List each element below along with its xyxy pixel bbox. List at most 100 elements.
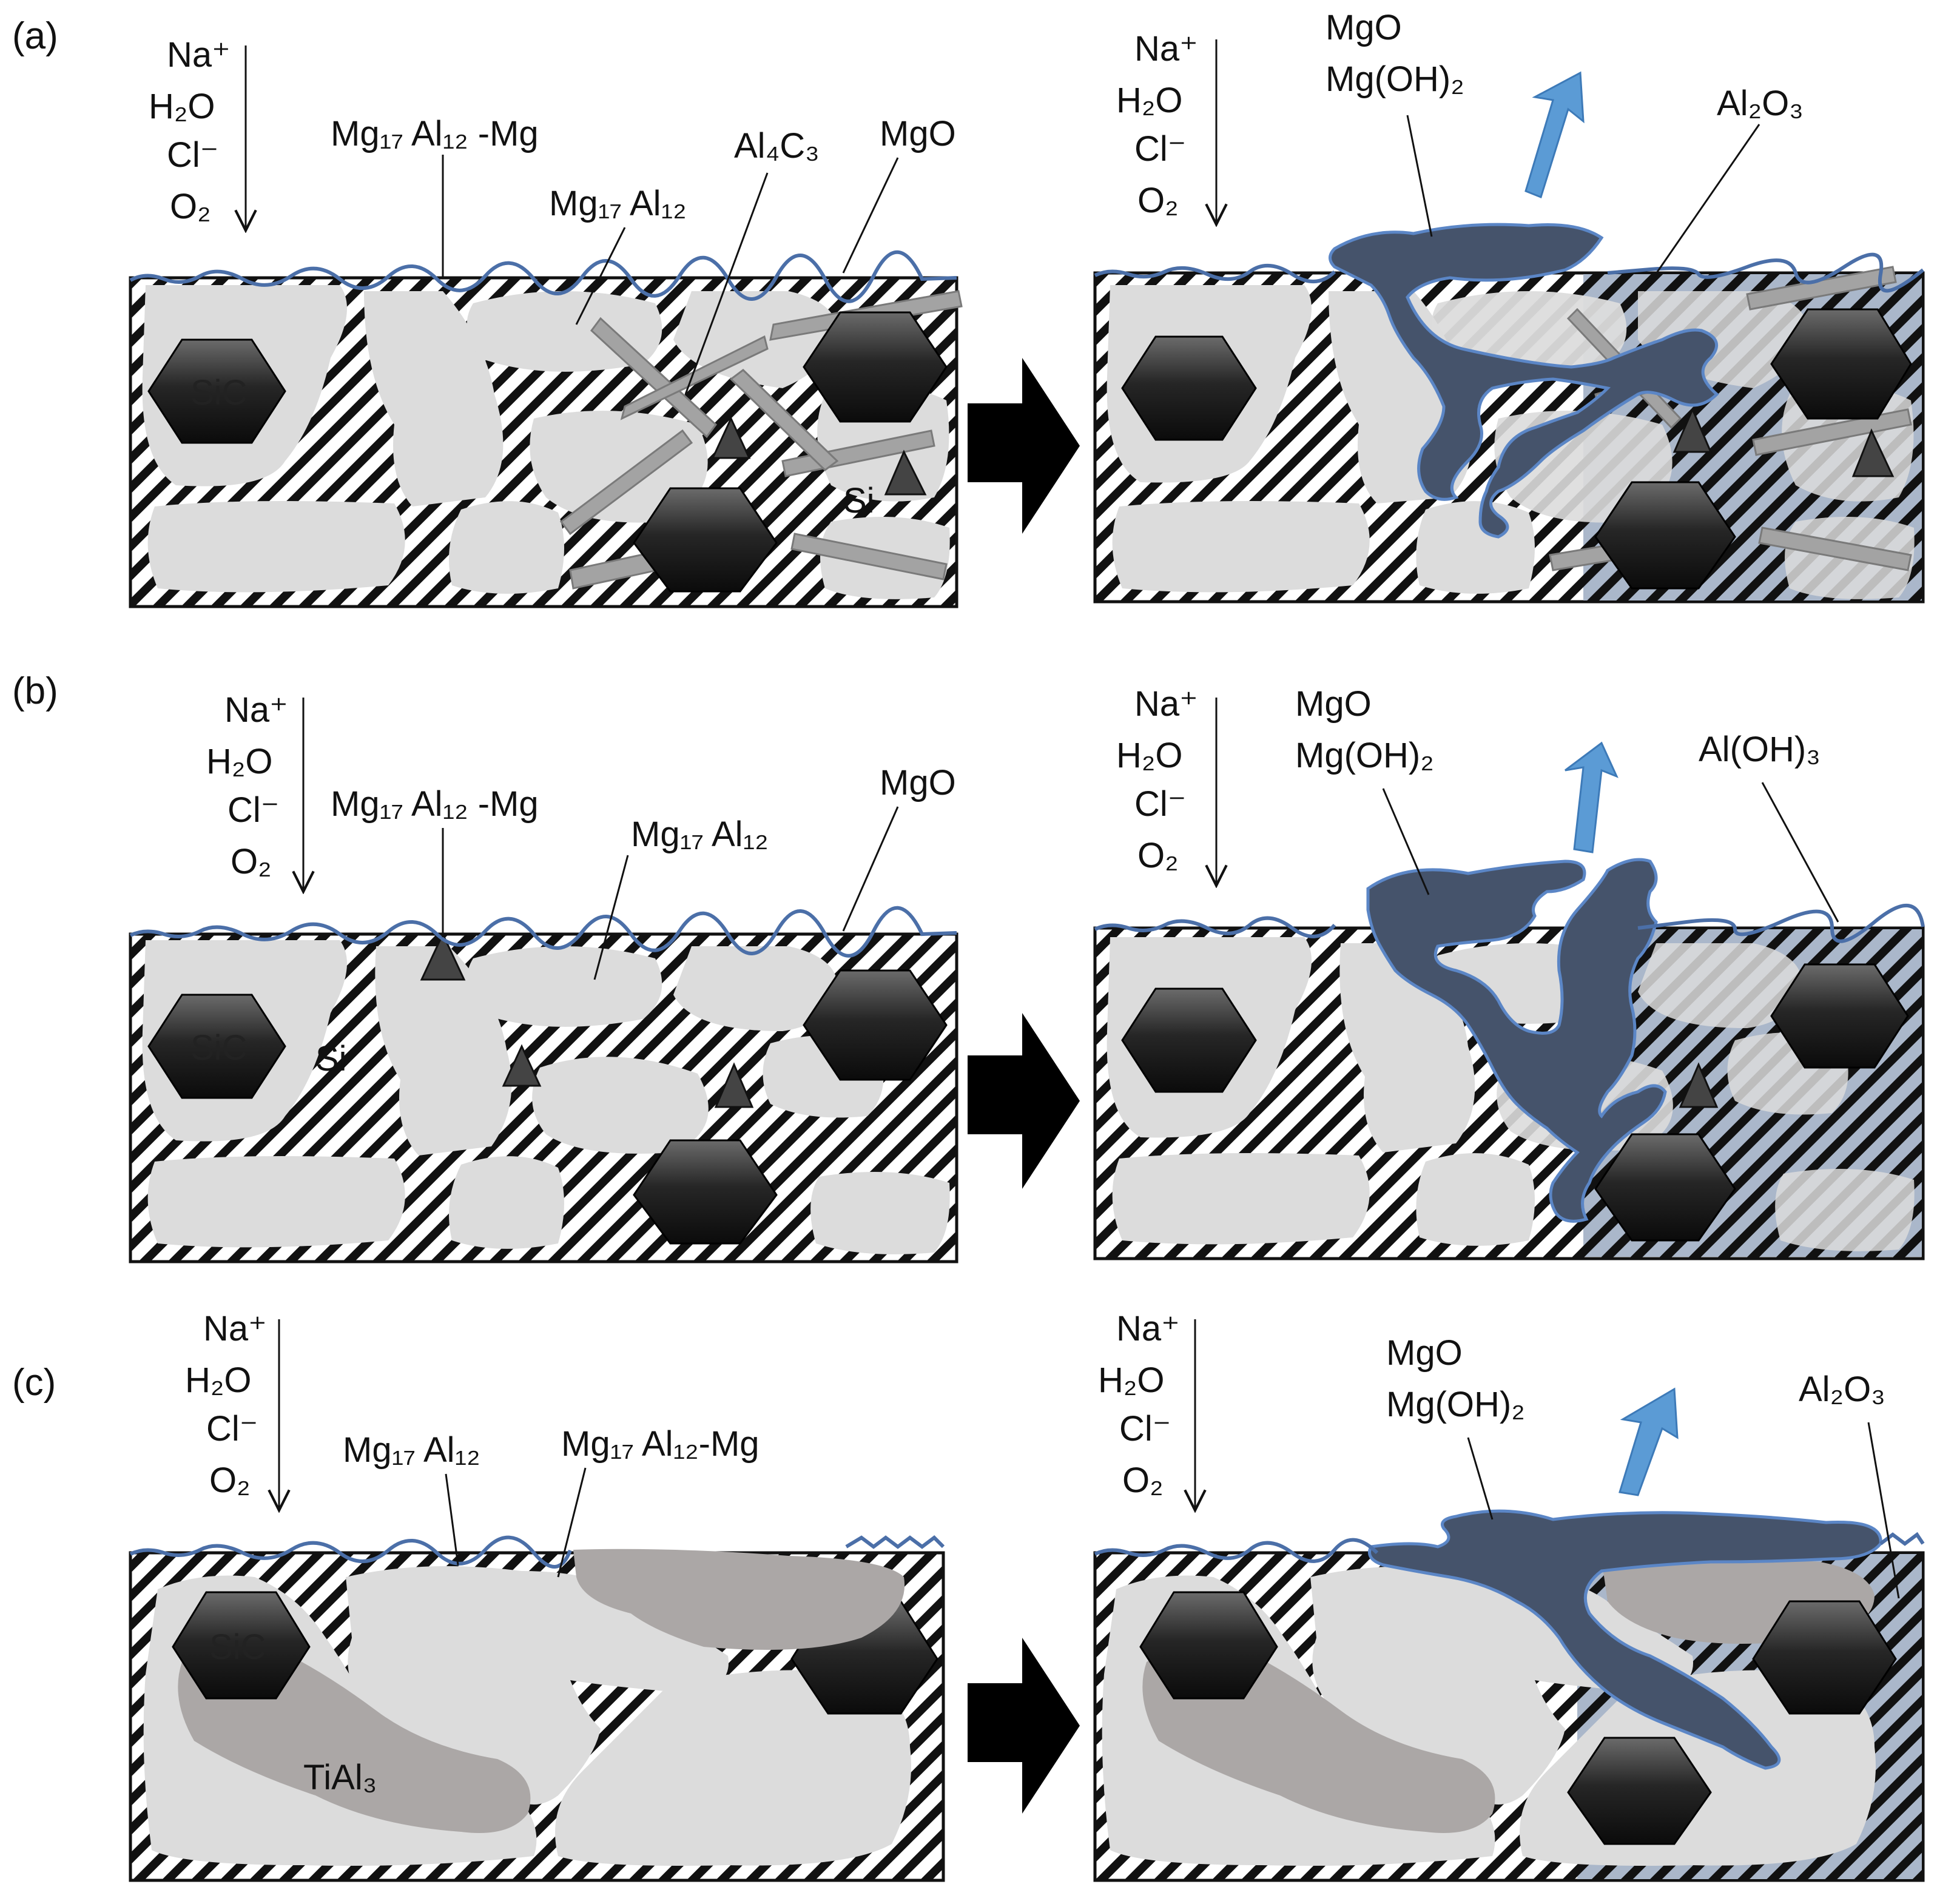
microstructure-after xyxy=(1093,223,1925,604)
env-label: Na⁺ xyxy=(1134,684,1198,724)
sic-hexagon xyxy=(1567,1737,1712,1845)
transition-arrow xyxy=(968,358,1080,534)
al4c3-rods xyxy=(559,290,963,590)
label-mg17al12-mg: Mg₁₇ Al₁₂ -Mg xyxy=(331,784,539,824)
label-mg17al12-mg: Mg₁₇ Al₁₂-Mg xyxy=(561,1424,760,1464)
corrosion-product xyxy=(1329,223,1719,539)
env-label: Na⁺ xyxy=(167,35,231,75)
microstructure-before: SiC TiAl₃ xyxy=(129,1535,945,1882)
sic-hexagon xyxy=(1770,963,1909,1069)
env-label: O₂ xyxy=(231,842,272,881)
label-mg17al12: Mg₁₇ Al₁₂ xyxy=(631,815,769,854)
environment-labels-after: Na⁺ H₂O Cl⁻ O₂ xyxy=(1116,29,1198,220)
environment-labels-after: Na⁺ H₂O Cl⁻ O₂ xyxy=(1098,1309,1180,1500)
sic-hexagon xyxy=(803,969,948,1081)
env-label: O₂ xyxy=(1137,836,1179,875)
sic-hexagon xyxy=(1594,1133,1736,1242)
sic-hexagon xyxy=(1139,1591,1278,1700)
env-label: Cl⁻ xyxy=(1119,1409,1171,1448)
sic-label: SiC xyxy=(190,1028,247,1068)
panel-letter: (c) xyxy=(12,1362,56,1404)
si-triangle xyxy=(502,1044,542,1087)
microstructure-after xyxy=(1093,858,1925,1260)
si-label: Si xyxy=(843,481,875,520)
sic-hexagon xyxy=(147,994,286,1099)
environment-labels-after: Na⁺ H₂O Cl⁻ O₂ xyxy=(1116,684,1198,875)
env-label: O₂ xyxy=(1122,1461,1164,1500)
label-mg17al12: Mg₁₇ Al₁₂ xyxy=(549,184,687,223)
sic-hexagon xyxy=(1121,987,1257,1093)
product-label-2: Al(OH)₃ xyxy=(1699,730,1821,769)
transition-arrow xyxy=(968,1638,1080,1814)
label-mgo: MgO xyxy=(880,763,956,802)
product-label: Mg(OH)₂ xyxy=(1326,59,1464,99)
product-label: MgO xyxy=(1386,1333,1463,1373)
env-label: H₂O xyxy=(206,742,273,781)
env-label: Na⁺ xyxy=(1116,1309,1180,1348)
product-label: MgO xyxy=(1326,8,1402,47)
panel-letter: (b) xyxy=(12,670,58,712)
env-label: O₂ xyxy=(1137,181,1179,220)
product-label: Mg(OH)₂ xyxy=(1295,736,1434,775)
env-label: H₂O xyxy=(1116,81,1183,120)
corrosion-product xyxy=(1368,1509,1882,1770)
label-al4c3: Al₄C₃ xyxy=(734,126,820,166)
env-label: H₂O xyxy=(1098,1361,1165,1400)
env-label: O₂ xyxy=(209,1461,251,1500)
mg17al12-mg-region xyxy=(573,1549,905,1650)
si-label: Si xyxy=(315,1039,347,1078)
microstructure-after xyxy=(1093,1509,1925,1882)
env-label: Na⁺ xyxy=(1134,29,1198,69)
panel-a: (a) Na⁺ H₂O Cl⁻ O₂ xyxy=(12,8,1925,608)
label-mg17al12: Mg₁₇ Al₁₂ xyxy=(343,1430,480,1470)
release-arrow xyxy=(1524,71,1585,198)
env-label: Cl⁻ xyxy=(1134,784,1186,824)
sic-hexagon xyxy=(1752,1600,1897,1715)
si-triangle xyxy=(711,416,751,459)
corrosion-product xyxy=(1366,858,1667,1223)
product-label: Mg(OH)₂ xyxy=(1386,1385,1525,1424)
si-triangle xyxy=(884,449,927,496)
sic-hexagon xyxy=(1121,335,1257,441)
sic-hexagon xyxy=(633,1139,778,1245)
microstructure-before: SiC Si xyxy=(129,906,958,1263)
panel-letter: (a) xyxy=(12,15,58,57)
environment-labels: Na⁺ H₂O Cl⁻ O₂ xyxy=(206,690,288,881)
sic-label: SiC xyxy=(190,373,247,412)
sic-hexagon xyxy=(147,338,286,444)
env-label: Na⁺ xyxy=(224,690,288,730)
environment-labels: Na⁺ H₂O Cl⁻ O₂ xyxy=(185,1309,267,1500)
si-triangle xyxy=(714,1062,754,1108)
env-label: Cl⁻ xyxy=(1134,129,1186,169)
panel-b: (b) Na⁺ H₂O Cl⁻ O₂ SiC Si xyxy=(12,670,1925,1263)
env-label: H₂O xyxy=(185,1361,252,1400)
sic-hexagon xyxy=(633,487,778,593)
environment-labels: Na⁺ H₂O Cl⁻ O₂ xyxy=(149,35,231,226)
env-label: Cl⁻ xyxy=(206,1409,258,1448)
sic-label: SiC xyxy=(209,1627,266,1667)
label-mg17al12-mg: Mg₁₇ Al₁₂ -Mg xyxy=(331,114,539,153)
env-label: Cl⁻ xyxy=(227,790,279,830)
product-label-2: Al₂O₃ xyxy=(1717,84,1804,123)
env-label: H₂O xyxy=(149,87,215,126)
env-label: Cl⁻ xyxy=(167,135,218,175)
env-label: O₂ xyxy=(170,187,211,226)
transition-arrow xyxy=(968,1013,1080,1189)
si-triangle xyxy=(420,932,466,981)
sic-hexagon xyxy=(803,311,948,423)
si-triangle xyxy=(1673,407,1713,453)
sic-hexagon xyxy=(172,1591,311,1700)
release-arrow xyxy=(1619,1387,1679,1496)
env-label: Na⁺ xyxy=(203,1309,267,1348)
release-arrow xyxy=(1565,741,1619,853)
panel-c: (c) Na⁺ H₂O Cl⁻ O₂ SiC TiAl₃ Mg₁₇ Al₁₂ M… xyxy=(12,1309,1925,1882)
sic-hexagon xyxy=(1770,308,1912,420)
product-label-2: Al₂O₃ xyxy=(1799,1370,1885,1409)
env-label: H₂O xyxy=(1116,736,1183,775)
product-label: MgO xyxy=(1295,684,1372,724)
sic-hexagon xyxy=(1594,481,1736,590)
si-triangle xyxy=(1679,1062,1719,1108)
tial3-label: TiAl₃ xyxy=(303,1758,377,1797)
label-mgo: MgO xyxy=(880,114,956,153)
